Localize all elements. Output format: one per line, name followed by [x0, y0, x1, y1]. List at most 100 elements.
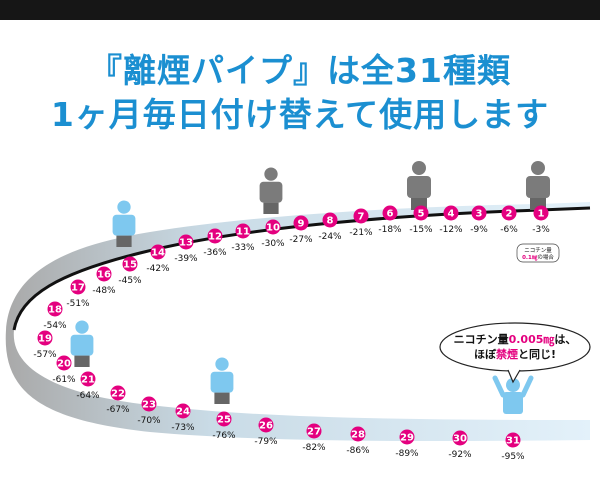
step-number-25: 25 [217, 415, 231, 426]
step-marker-31 [505, 432, 521, 448]
step-number-29: 29 [400, 433, 414, 444]
step-number-23: 23 [142, 400, 156, 411]
step-percent-1: -3% [532, 225, 550, 235]
nicotine-note: ニコチン量 0.1㎎の場合 [516, 243, 560, 263]
step-marker-22 [110, 385, 126, 401]
note-value: 0.1 [522, 255, 532, 261]
step-marker-13 [178, 234, 194, 250]
person-figure-2 [407, 161, 431, 210]
step-percent-20: -61% [52, 375, 76, 385]
step-percent-18: -54% [43, 321, 67, 331]
step-marker-29 [399, 429, 415, 445]
step-number-24: 24 [176, 407, 190, 418]
step-marker-24 [175, 403, 191, 419]
step-number-26: 26 [259, 421, 273, 432]
step-percent-25: -76% [212, 431, 236, 441]
step-marker-5 [413, 205, 429, 221]
step-number-6: 6 [387, 209, 394, 220]
step-number-7: 7 [358, 212, 365, 223]
step-number-17: 17 [71, 283, 85, 294]
bubble-line2-suffix: と同じ! [518, 348, 556, 361]
bubble-prefix: ニコチン量 [454, 333, 509, 346]
person-figure-3 [259, 167, 283, 214]
step-marker-30 [452, 430, 468, 446]
step-percent-21: -64% [76, 391, 100, 401]
step-percent-26: -79% [254, 437, 278, 447]
step-percent-6: -18% [378, 225, 402, 235]
bubble-line2-prefix: ほぼ [474, 348, 497, 361]
person-figure-5 [70, 320, 94, 367]
step-percent-3: -9% [470, 225, 488, 235]
step-marker-12 [207, 228, 223, 244]
step-marker-17 [70, 279, 86, 295]
step-marker-26 [258, 417, 274, 433]
person-figure-1 [526, 161, 550, 210]
step-number-8: 8 [327, 216, 334, 227]
step-percent-13: -39% [174, 254, 198, 264]
step-percent-4: -12% [439, 225, 463, 235]
svg-text:ニコチン量0.005㎎は、: ニコチン量0.005㎎は、 [454, 333, 577, 347]
step-marker-21 [80, 371, 96, 387]
step-percent-23: -70% [137, 416, 161, 426]
bubble-unit: ㎎ [543, 333, 554, 347]
note-suffix: の場合 [537, 253, 554, 261]
note-line-1: ニコチン量 [524, 247, 552, 254]
step-percent-12: -36% [203, 248, 227, 258]
step-marker-20 [56, 355, 72, 371]
step-percent-27: -82% [302, 443, 326, 453]
note-unit: ㎎ [532, 255, 538, 262]
title-line-1: 『離煙パイプ』は全31種類 [89, 51, 511, 90]
step-number-18: 18 [48, 305, 62, 316]
step-marker-4 [443, 205, 459, 221]
bubble-emph: 禁煙 [496, 347, 518, 361]
step-percent-22: -67% [106, 405, 130, 415]
step-number-20: 20 [57, 359, 71, 370]
step-percent-19: -57% [33, 350, 57, 360]
person-figure-4 [112, 200, 136, 247]
step-marker-8 [322, 212, 338, 228]
step-number-22: 22 [111, 389, 125, 400]
step-number-31: 31 [506, 436, 520, 447]
step-percent-24: -73% [171, 423, 195, 433]
step-number-1: 1 [538, 209, 545, 220]
speech-bubble: ニコチン量0.005㎎は、 ほぼ禁煙と同じ! [439, 322, 591, 384]
step-number-14: 14 [151, 248, 165, 259]
step-marker-18 [47, 301, 63, 317]
step-marker-28 [350, 426, 366, 442]
step-percent-5: -15% [409, 225, 433, 235]
step-number-12: 12 [208, 232, 222, 243]
step-marker-2 [501, 205, 517, 221]
step-number-5: 5 [418, 209, 425, 220]
bubble-value: 0.005 [509, 333, 544, 346]
step-number-15: 15 [123, 260, 137, 271]
step-number-30: 30 [453, 434, 467, 445]
step-marker-9 [293, 215, 309, 231]
step-number-28: 28 [351, 430, 365, 441]
step-percent-7: -21% [349, 228, 373, 238]
step-percent-9: -27% [289, 235, 313, 245]
step-marker-25 [216, 411, 232, 427]
step-percent-30: -92% [448, 450, 472, 460]
svg-text:ほぼ禁煙と同じ!: ほぼ禁煙と同じ! [474, 347, 556, 361]
step-percent-17: -51% [66, 299, 90, 309]
step-percent-28: -86% [346, 446, 370, 456]
step-marker-1 [533, 205, 549, 221]
step-number-2: 2 [506, 209, 513, 220]
step-marker-11 [235, 223, 251, 239]
step-number-27: 27 [307, 427, 321, 438]
step-marker-27 [306, 423, 322, 439]
step-marker-14 [150, 244, 166, 260]
step-percent-2: -6% [500, 225, 518, 235]
step-number-4: 4 [448, 209, 455, 220]
step-marker-16 [96, 266, 112, 282]
step-number-19: 19 [38, 334, 52, 345]
step-percent-11: -33% [231, 243, 255, 253]
cheering-figure [492, 375, 534, 414]
step-percent-15: -45% [118, 276, 142, 286]
top-bar [0, 0, 600, 20]
step-number-11: 11 [236, 227, 250, 238]
step-number-10: 10 [266, 223, 280, 234]
step-percent-16: -48% [92, 286, 116, 296]
bubble-suffix: は、 [554, 333, 576, 346]
